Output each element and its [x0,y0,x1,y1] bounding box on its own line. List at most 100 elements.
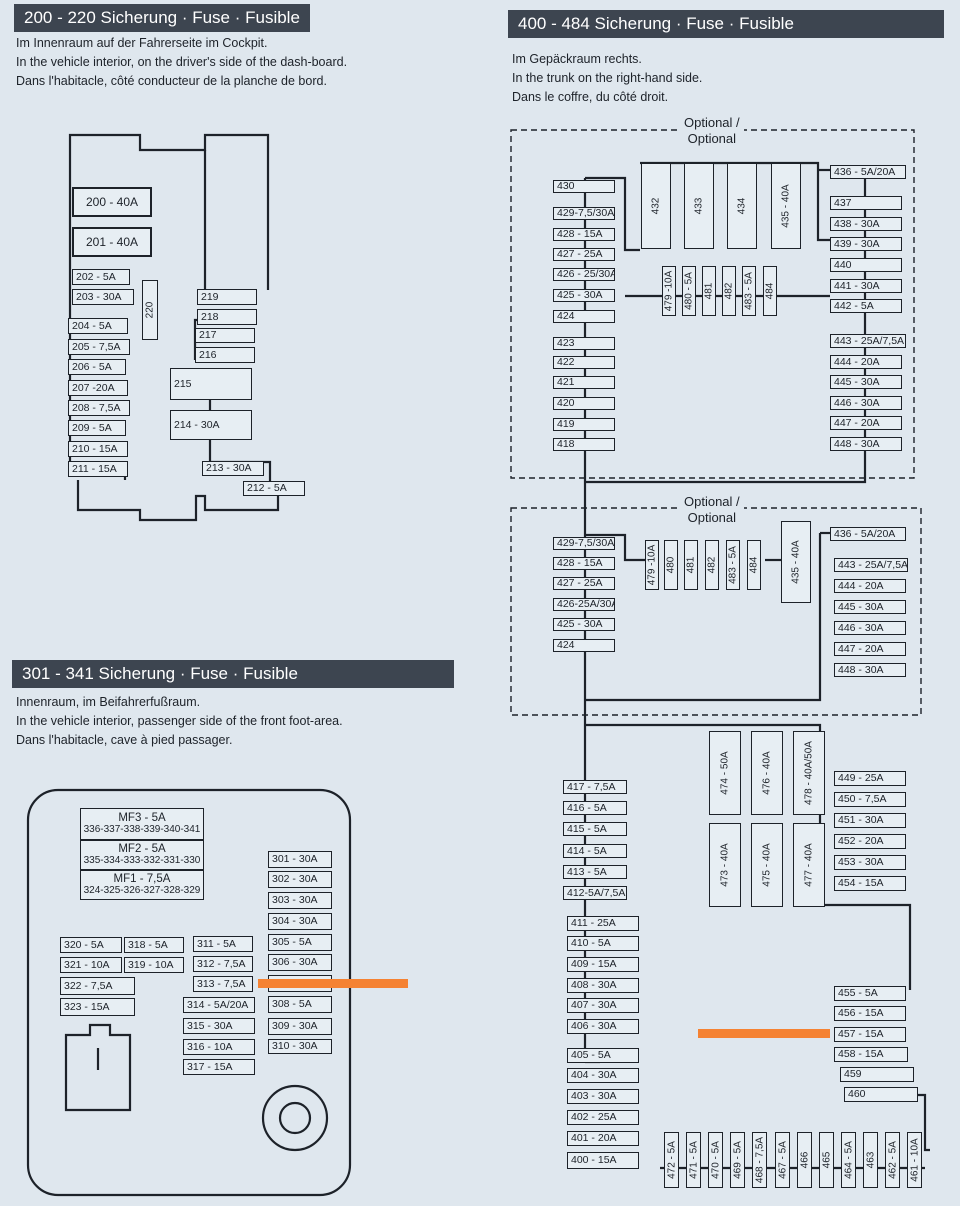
fuse-323: 323 - 15A [60,998,135,1016]
fuse-475: 475 - 40A [751,823,783,907]
fuse-436-top: 436 - 5A/20A [830,165,906,179]
fuse-302: 302 - 30A [268,871,332,888]
fuse-309: 309 - 30A [268,1018,332,1035]
desc-line-en: In the vehicle interior, on the driver's… [16,55,348,69]
fuse-444-top: 444 - 20A [830,355,902,369]
fuse-447-top: 447 - 20A [830,416,902,430]
fuse-467: 467 - 5A [775,1132,790,1188]
fuse-460: 460 [844,1087,918,1102]
fuse-469: 469 - 5A [730,1132,745,1188]
fuse-427-top: 427 - 25A [553,248,615,261]
fuse-443-mid: 443 - 25A/7,5A [834,558,908,572]
fuse-420-top: 420 [553,397,615,410]
fuse-415: 415 - 5A [563,822,627,836]
optional-label-line2: Optional [687,131,737,146]
fuse-214: 214 - 30A [170,410,252,440]
fuse-471: 471 - 5A [686,1132,701,1188]
connector-shape [64,1023,132,1112]
fuse-482-mid: 482 [705,540,719,590]
fuse-477: 477 - 40A [793,823,825,907]
fuse-211: 211 - 15A [68,461,128,477]
fuse-409: 409 - 15A [567,957,639,972]
fuse-304: 304 - 30A [268,913,332,930]
fuse-405: 405 - 5A [567,1048,639,1063]
fuse-429-top: 429-7,5/30A [553,207,615,220]
fuse-303: 303 - 30A [268,892,332,909]
fuse-483-top: 483 - 5A [742,266,756,316]
optional-label-line1: Optional / [684,115,740,130]
fuse-432: 432 [641,163,671,249]
optional-label-line2: Optional [687,510,737,525]
fuse-480-top: 480 - 5A [682,266,696,316]
fuse-479-mid: 479 -10A [645,540,659,590]
fuse-406: 406 - 30A [567,1019,639,1034]
fuse-449: 449 - 25A [834,771,906,786]
fuse-464: 464 - 5A [841,1132,856,1188]
fuse-212: 212 - 5A [243,481,305,496]
fuse-434: 434 [727,163,757,249]
desc-line-de: Innenraum, im Beifahrerfußraum. [16,695,201,709]
fuse-435-mid: 435 - 40A [781,521,811,603]
fuse-455: 455 - 5A [834,986,906,1001]
fuse-426-mid: 426-25A/30A [553,598,615,611]
fuse-472: 472 - 5A [664,1132,679,1188]
fuse-422-top: 422 [553,356,615,369]
bolt-inner [278,1101,312,1135]
fuse-436-mid: 436 - 5A/20A [830,527,906,541]
fuse-316: 316 - 10A [183,1039,255,1055]
fuse-217: 217 [195,328,255,343]
fuse-404: 404 - 30A [567,1068,639,1083]
fuse-213: 213 - 30A [202,461,264,476]
fuse-445-mid: 445 - 30A [834,600,906,614]
fuse-319: 319 - 10A [124,957,184,973]
fuse-311: 311 - 5A [193,936,253,952]
fuse-445-top: 445 - 30A [830,375,902,389]
fuse-454: 454 - 15A [834,876,906,891]
fuse-215: 215 [170,368,252,400]
fuse-314: 314 - 5A/20A [183,997,255,1013]
box-300-outline [26,788,352,1197]
fuse-439-top: 439 - 30A [830,237,902,251]
highlight-mark-457 [698,1029,830,1038]
fuse-480-mid: 480 [664,540,678,590]
fuse-424-mid: 424 [553,639,615,652]
fuse-424-top: 424 [553,310,615,323]
fuse-457: 457 - 15A [834,1027,906,1042]
fuse-210: 210 - 15A [68,441,128,457]
section-300-header: 301 - 341 Sicherung · Fuse · Fusible [12,660,454,688]
fuse-413: 413 - 5A [563,865,627,879]
fuse-468: 468 - 7,5A [752,1132,767,1188]
fuse-403: 403 - 30A [567,1089,639,1104]
fuse-410: 410 - 5A [567,936,639,951]
optional-label-mid: Optional / Optional [680,494,744,526]
fuse-318: 318 - 5A [124,937,184,953]
fuse-483-mid: 483 - 5A [726,540,740,590]
fuse-448-mid: 448 - 30A [834,663,906,677]
fuse-206: 206 - 5A [68,359,126,375]
fuse-322: 322 - 7,5A [60,977,135,995]
fuse-478: 478 - 40A/50A [793,731,825,815]
box-200-bottom [76,480,280,522]
fuse-218: 218 [197,309,257,325]
fuse-321: 321 - 10A [60,957,122,973]
fuse-476: 476 - 40A [751,731,783,815]
fuse-484-top: 484 [763,266,777,316]
fuse-463: 463 [863,1132,878,1188]
fuse-401: 401 - 20A [567,1131,639,1146]
fuse-474: 474 - 50A [709,731,741,815]
fuse-428-mid: 428 - 15A [553,557,615,570]
fuse-462: 462 - 5A [885,1132,900,1188]
fuse-479-top: 479 -10A [662,266,676,316]
fuse-446-top: 446 - 30A [830,396,902,410]
fuse-456: 456 - 15A [834,1006,906,1021]
fuse-407: 407 - 30A [567,998,639,1013]
fuse-203: 203 - 30A [72,289,134,305]
fuse-435-top: 435 - 40A [771,163,801,249]
fuse-444-mid: 444 - 20A [834,579,906,593]
section-200-header: 200 - 220 Sicherung · Fuse · Fusible [14,4,310,32]
section-300-description: Innenraum, im Beifahrerfußraum. In the v… [16,693,343,750]
fuse-220: 220 [142,280,158,340]
fuse-313: 313 - 7,5A [193,976,253,992]
